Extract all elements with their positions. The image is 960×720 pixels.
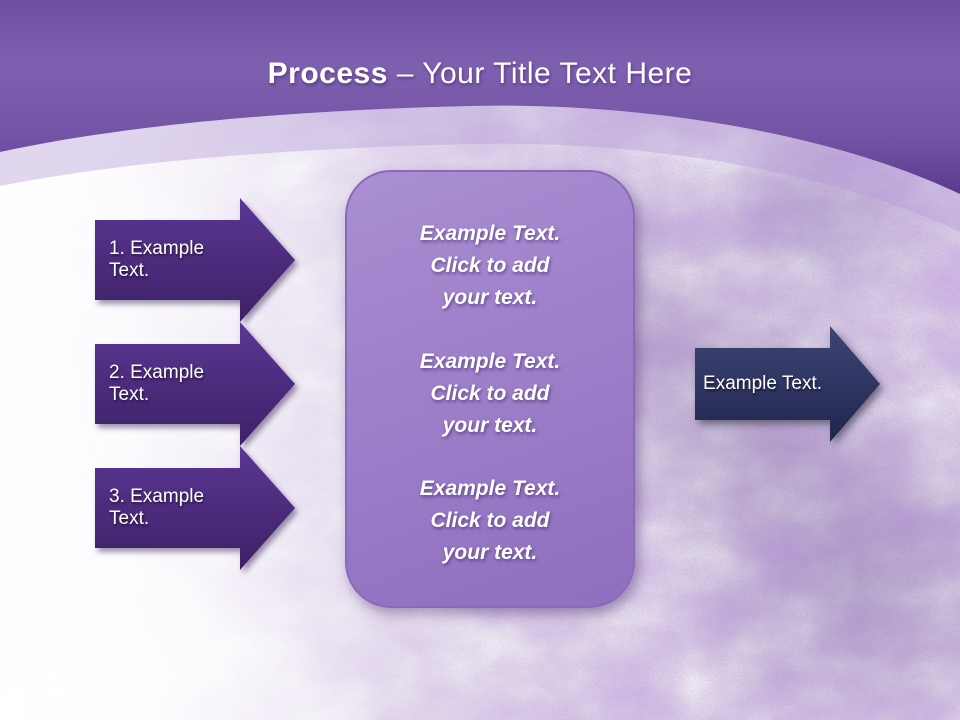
step-label: 1. Example Text. — [109, 237, 205, 281]
result-arrow-label: Example Text. — [703, 372, 823, 394]
step-label: 2. Example Text. — [109, 361, 205, 405]
step-label: 3. Example Text. — [109, 485, 205, 529]
process-step-arrow-3: 3. Example Text. — [95, 446, 295, 570]
panel-text-block-2: Example Text. Click to add your text. — [419, 349, 561, 437]
panel-text-block-1: Example Text. Click to add your text. — [419, 222, 561, 309]
title-emphasis: Process — [267, 57, 388, 90]
process-step-arrow-2: 2. Example Text. — [95, 322, 295, 446]
detail-panel: Example Text. Click to add your text. Ex… — [345, 170, 635, 608]
process-step-arrow-1: 1. Example Text. — [95, 198, 295, 322]
title-rest: – Your Title Text Here — [387, 57, 693, 90]
result-arrow: Example Text. — [695, 326, 880, 442]
panel-text-block-3: Example Text. Click to add your text. — [419, 477, 561, 564]
slide-title: Process – Your Title Text Here — [0, 52, 960, 96]
